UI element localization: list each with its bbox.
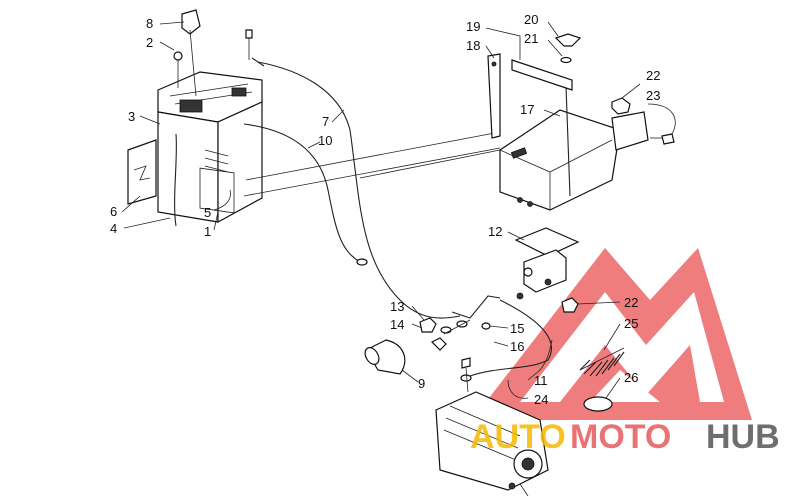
terminal-hardware <box>419 295 501 351</box>
watermark-text: AUTO MOTO HUB <box>470 418 780 456</box>
hold-down-strap <box>487 53 573 139</box>
solenoid-boot <box>579 347 625 377</box>
watermark-logo-icon <box>472 248 752 420</box>
callout-9: 9 <box>418 376 425 391</box>
callout-22-bottom: 22 <box>624 295 638 310</box>
callout-3: 3 <box>128 109 135 124</box>
callout-25: 25 <box>624 316 638 331</box>
callout-20: 20 <box>524 12 538 27</box>
callout-labels: 8 2 3 6 4 5 1 7 10 19 18 20 21 17 22 23 … <box>110 12 660 407</box>
leader-lines <box>121 21 676 399</box>
wing-nut <box>554 33 582 64</box>
callout-18: 18 <box>466 38 480 53</box>
callout-10: 10 <box>318 133 332 148</box>
callout-13: 13 <box>390 299 404 314</box>
starter-cable <box>469 299 553 377</box>
callout-2: 2 <box>146 35 153 50</box>
battery-bolt <box>245 29 253 60</box>
vent-tube <box>174 133 177 227</box>
callout-19: 19 <box>466 19 480 34</box>
watermark-moto: MOTO <box>570 418 671 456</box>
callout-22-top: 22 <box>646 68 660 83</box>
battery-pad <box>127 139 157 205</box>
callout-21: 21 <box>524 31 538 46</box>
watermark-auto: AUTO <box>470 418 566 456</box>
callout-15: 15 <box>510 321 524 336</box>
terminal-boot <box>364 339 406 375</box>
starter-solenoid <box>514 227 580 300</box>
starter-motor <box>435 391 549 497</box>
callout-24: 24 <box>534 392 548 407</box>
callout-14: 14 <box>390 317 404 332</box>
callout-12: 12 <box>488 224 502 239</box>
watermark-hub: HUB <box>706 418 780 456</box>
callout-11: 11 <box>534 373 548 388</box>
starter-bolt <box>461 357 471 393</box>
callout-17: 17 <box>520 102 534 117</box>
lower-nut <box>561 297 579 313</box>
callout-7: 7 <box>322 114 329 129</box>
callout-6: 6 <box>110 204 117 219</box>
bracket-fasteners <box>611 97 675 145</box>
hose-clamp <box>583 396 613 412</box>
battery <box>157 9 263 224</box>
callout-4: 4 <box>110 221 117 236</box>
callout-1: 1 <box>204 224 211 239</box>
cable-negative <box>243 123 361 263</box>
callout-23: 23 <box>646 88 660 103</box>
battery-tray <box>499 85 649 211</box>
callout-5: 5 <box>204 205 211 220</box>
callout-16: 16 <box>510 339 524 354</box>
callout-26: 26 <box>624 370 638 385</box>
cable-positive <box>257 61 461 319</box>
callout-8: 8 <box>146 16 153 31</box>
